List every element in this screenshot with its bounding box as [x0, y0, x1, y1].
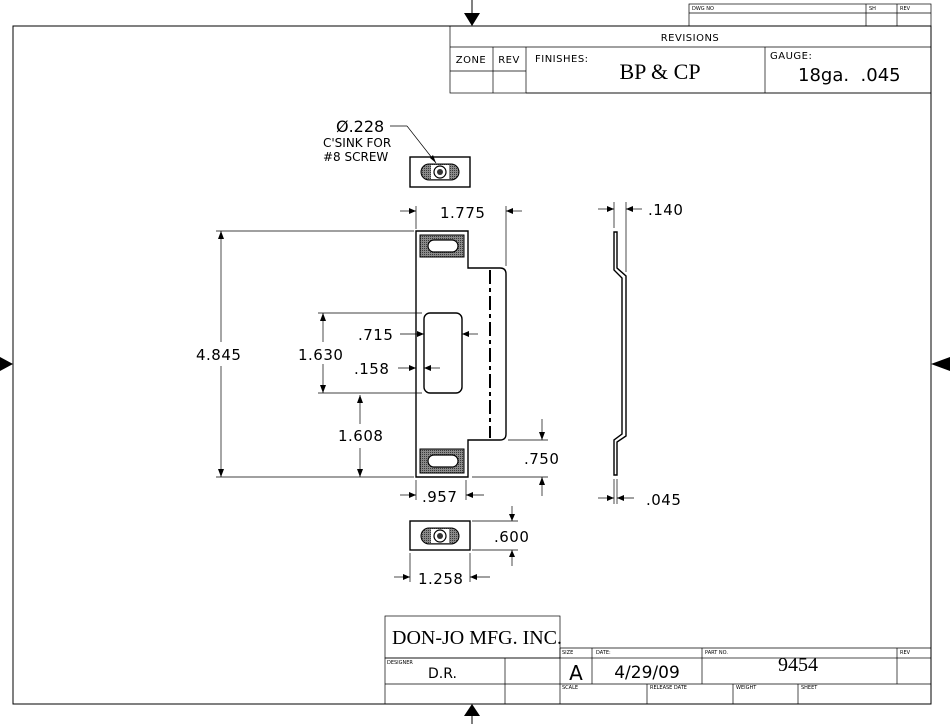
date-label: DATE:	[596, 650, 611, 656]
dim-side-offset: .140	[648, 201, 683, 219]
part-no-label: PART NO.	[705, 650, 728, 656]
rev-label-bottom: REV	[900, 650, 911, 656]
dim-slot-offset: .158	[354, 360, 389, 378]
screw-callout: Ø.228 C'SINK FOR #8 SCREW	[323, 117, 437, 164]
end-view-bottom	[409, 520, 471, 551]
weight-label: WEIGHT	[736, 685, 757, 691]
dim-overall-height: 4.845	[196, 346, 241, 364]
end-view-top	[409, 156, 471, 188]
sheet-border	[12, 25, 932, 705]
finishes-value: BP & CP	[619, 59, 700, 84]
dim-lip-height: .750	[524, 450, 559, 468]
rev-col-label: REV	[498, 55, 520, 66]
dim-slot-width: .715	[358, 326, 393, 344]
company-name: DON-JO MFG. INC.	[392, 627, 562, 649]
dim-slot-bottom: 1.608	[338, 427, 383, 445]
title-block: DON-JO MFG. INC. DESIGNER D.R. SIZE A DA…	[384, 615, 932, 705]
gauge-value: 18ga. .045	[798, 65, 901, 86]
dim-top-width: 1.775	[440, 204, 485, 222]
designer-value: D.R.	[428, 666, 457, 682]
date-value: 4/29/09	[614, 663, 680, 683]
rev-label-top: REV	[900, 6, 911, 12]
callout-screw: #8 SCREW	[323, 150, 388, 164]
scale-label: SCALE	[562, 685, 578, 691]
gauge-label: GAUGE:	[770, 51, 812, 62]
front-view	[415, 230, 507, 478]
sheet-label: SHEET	[801, 685, 818, 691]
revisions-title: REVISIONS	[661, 33, 720, 44]
callout-csink: C'SINK FOR	[323, 136, 391, 150]
dim-slot-height: 1.630	[298, 346, 343, 364]
dim-end-width: 1.258	[418, 570, 463, 588]
dimension-labels: 1.775 4.845 1.630 .715 .158 1.608 .957 .…	[196, 201, 683, 588]
callout-hole-dia: Ø.228	[336, 117, 384, 136]
dimension-lines	[216, 202, 642, 582]
dim-bottom-width: .957	[422, 488, 457, 506]
dim-thickness: .045	[646, 491, 681, 509]
part-no-value: 9454	[778, 654, 818, 676]
size-value: A	[569, 661, 583, 685]
dim-end-height: .600	[494, 528, 529, 546]
zone-label: ZONE	[456, 55, 487, 66]
revision-block: DWG NO SH REV REVISIONS ZONE REV FINISHE…	[449, 3, 932, 94]
finishes-label: FINISHES:	[535, 54, 589, 65]
release-date-label: RELEASE DATE	[650, 685, 687, 691]
side-view	[613, 231, 627, 476]
designer-label: DESIGNER	[387, 660, 413, 666]
sh-label: SH	[869, 6, 876, 12]
size-label: SIZE	[562, 650, 573, 656]
dwg-no-label: DWG NO	[692, 6, 714, 12]
